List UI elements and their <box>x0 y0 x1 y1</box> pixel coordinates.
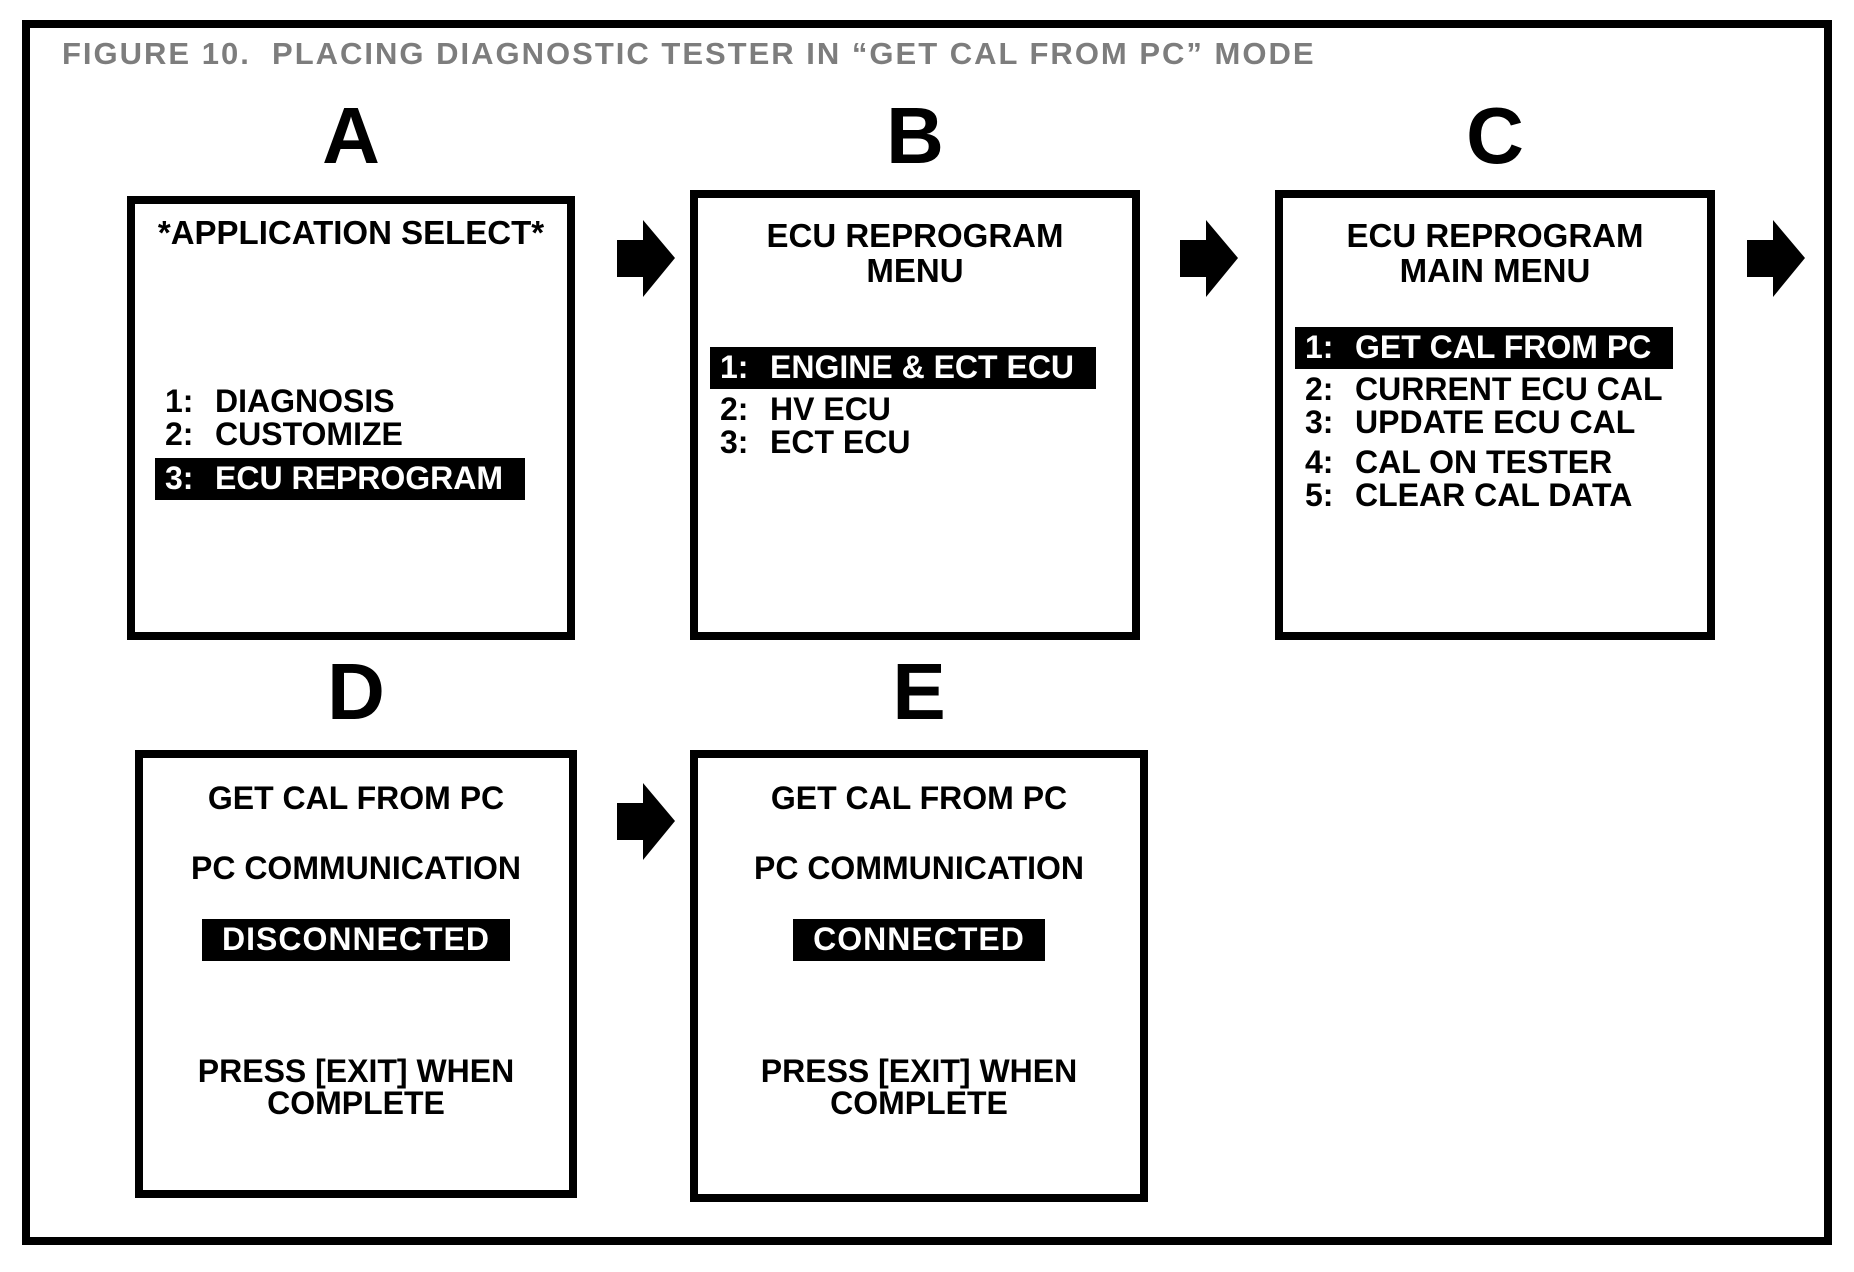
menu-item-ect-ecu: 3: ECT ECU <box>720 426 1096 458</box>
menu-item-text: DIAGNOSIS <box>215 383 395 419</box>
menu-item-number: 2: <box>720 391 749 427</box>
screen-c-title-line2: MAIN MENU <box>1399 252 1591 289</box>
right-arrow-icon <box>617 783 675 860</box>
screen-e-line1: GET CAL FROM PC <box>770 780 1068 816</box>
menu-item-text: GET CAL FROM PC <box>1355 329 1652 365</box>
screen-b-title-line2: MENU <box>866 252 964 289</box>
menu-item-number: 2: <box>1305 371 1334 407</box>
menu-item-diagnosis: 1: DIAGNOSIS <box>165 385 525 417</box>
screen-b-title-line1: ECU REPROGRAM <box>766 217 1064 254</box>
menu-item-get-cal-from-pc-selected: 1: GET CAL FROM PC <box>1295 327 1674 369</box>
step-label-e: E <box>892 647 946 736</box>
menu-item-text: CUSTOMIZE <box>215 416 403 452</box>
right-arrow-icon <box>617 220 675 297</box>
menu-item-text: UPDATE ECU CAL <box>1355 404 1636 440</box>
step-label-c: C <box>1466 91 1524 180</box>
menu-item-text: CAL ON TESTER <box>1355 444 1613 480</box>
menu-item-ecu-reprogram-selected: 3: ECU REPROGRAM <box>155 458 526 500</box>
menu-item-number: 1: <box>165 383 194 419</box>
menu-item-number: 4: <box>1305 444 1334 480</box>
screen-c-menu: 1: GET CAL FROM PC 2: CURRENT ECU CAL 3: UP… <box>1295 327 1674 512</box>
menu-item-text: CLEAR CAL DATA <box>1355 477 1633 513</box>
step-label-b: B <box>886 91 944 180</box>
step-label-d: D <box>327 647 385 736</box>
menu-item-text: ENGINE & ECT ECU <box>770 349 1075 385</box>
status-badge-connected: CONNECTED <box>793 919 1045 961</box>
tester-screen-e: GET CAL FROM PC PC COMMUNICATION CONNECT… <box>690 750 1148 1202</box>
menu-item-current-ecu-cal: 2: CURRENT ECU CAL <box>1305 373 1673 405</box>
menu-item-number: 3: <box>1305 404 1334 440</box>
screen-d-status-row: DISCONNECTED <box>143 919 569 961</box>
menu-item-engine-ect-ecu-selected: 1: ENGINE & ECT ECU <box>710 347 1097 389</box>
screen-d-line1: GET CAL FROM PC <box>207 780 505 816</box>
menu-item-text: ECT ECU <box>770 424 911 460</box>
menu-item-number: 5: <box>1305 477 1334 513</box>
screen-a-menu: 1: DIAGNOSIS 2: CUSTOMIZE 3: ECU REPROGRAM <box>155 385 526 501</box>
selection-highlight: 1: GET CAL FROM PC <box>1295 327 1674 369</box>
right-arrow-icon <box>1180 220 1238 297</box>
menu-item-text: HV ECU <box>770 391 891 427</box>
figure-title: FIGURE 10. PLACING DIAGNOSTIC TESTER IN … <box>62 36 1316 71</box>
screen-d-footer-line2: COMPLETE <box>267 1085 445 1121</box>
screen-e-footer-line2: COMPLETE <box>830 1085 1008 1121</box>
screen-d-line2: PC COMMUNICATION <box>190 850 522 886</box>
screen-e-line2: PC COMMUNICATION <box>753 850 1085 886</box>
menu-item-number: 3: <box>165 460 194 496</box>
menu-item-number: 2: <box>165 416 194 452</box>
status-badge-disconnected: DISCONNECTED <box>201 919 510 961</box>
menu-item-cal-on-tester: 4: CAL ON TESTER <box>1305 446 1673 478</box>
menu-item-number: 1: <box>1305 329 1334 365</box>
screen-d-footer-line1: PRESS [EXIT] WHEN <box>197 1053 515 1089</box>
screen-e-status-row: CONNECTED <box>698 919 1140 961</box>
tester-screen-a: *APPLICATION SELECT* 1: DIAGNOSIS 2: CUSTO… <box>127 196 575 640</box>
menu-item-hv-ecu: 2: HV ECU <box>720 393 1096 425</box>
selection-highlight: 3: ECU REPROGRAM <box>155 458 526 500</box>
tester-screen-d: GET CAL FROM PC PC COMMUNICATION DISCONN… <box>135 750 577 1198</box>
selection-highlight: 1: ENGINE & ECT ECU <box>710 347 1097 389</box>
right-arrow-icon <box>1747 220 1805 297</box>
menu-item-number: 3: <box>720 424 749 460</box>
menu-item-customize: 2: CUSTOMIZE <box>165 418 525 450</box>
screen-a-title: *APPLICATION SELECT* <box>157 214 545 251</box>
menu-item-number: 1: <box>720 349 749 385</box>
menu-item-text: CURRENT ECU CAL <box>1355 371 1663 407</box>
menu-item-text: ECU REPROGRAM <box>215 460 504 496</box>
step-label-a: A <box>322 91 380 180</box>
menu-item-clear-cal-data: 5: CLEAR CAL DATA <box>1305 479 1673 511</box>
menu-item-update-ecu-cal: 3: UPDATE ECU CAL <box>1305 406 1673 438</box>
screen-b-menu: 1: ENGINE & ECT ECU 2: HV ECU 3: ECT ECU <box>710 347 1097 459</box>
screen-e-footer-line1: PRESS [EXIT] WHEN <box>760 1053 1078 1089</box>
screen-c-title-line1: ECU REPROGRAM <box>1346 217 1644 254</box>
